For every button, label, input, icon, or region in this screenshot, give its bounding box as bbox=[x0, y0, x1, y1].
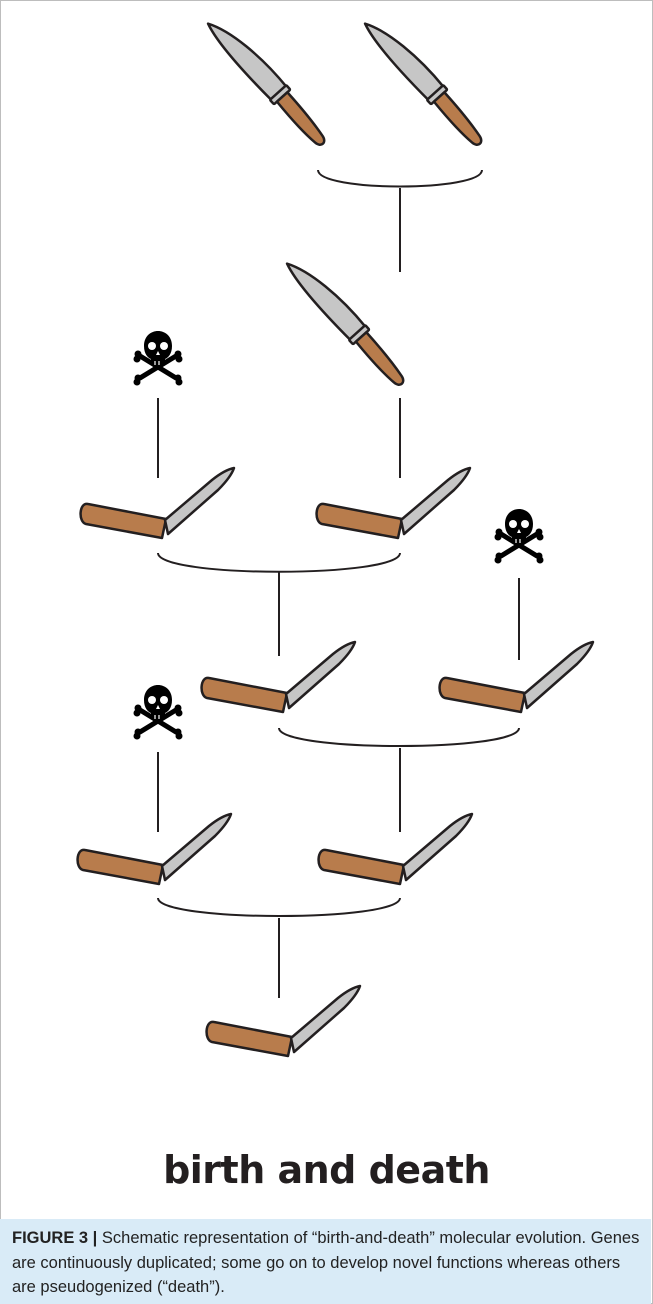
skull-crossbones-icon bbox=[134, 685, 183, 740]
pocket-knife-icon bbox=[76, 812, 233, 886]
birth-death-diagram bbox=[76, 11, 595, 1058]
pocket-knife-icon bbox=[317, 812, 474, 886]
chef-knife-icon bbox=[359, 11, 491, 152]
diagram-title: birth and death bbox=[163, 1148, 490, 1192]
pocket-knife-icon bbox=[315, 466, 472, 540]
skull-crossbones-icon bbox=[134, 331, 183, 386]
duplication-bracket bbox=[157, 897, 401, 917]
skull-crossbones-icon bbox=[495, 509, 544, 564]
figure-label: FIGURE 3 | bbox=[12, 1229, 98, 1247]
caption-text: Schematic representation of “birth-and-d… bbox=[12, 1229, 640, 1296]
pocket-knife-icon bbox=[79, 466, 236, 540]
figure-caption: FIGURE 3 | Schematic representation of “… bbox=[12, 1226, 642, 1300]
duplication-bracket bbox=[317, 169, 483, 188]
pocket-knife-icon bbox=[438, 640, 595, 714]
pocket-knife-icon bbox=[205, 984, 362, 1058]
chef-knife-icon bbox=[281, 251, 413, 392]
caption-background bbox=[0, 1219, 651, 1304]
duplication-bracket bbox=[157, 552, 401, 573]
chef-knife-icon bbox=[202, 11, 334, 152]
duplication-bracket bbox=[278, 727, 520, 747]
